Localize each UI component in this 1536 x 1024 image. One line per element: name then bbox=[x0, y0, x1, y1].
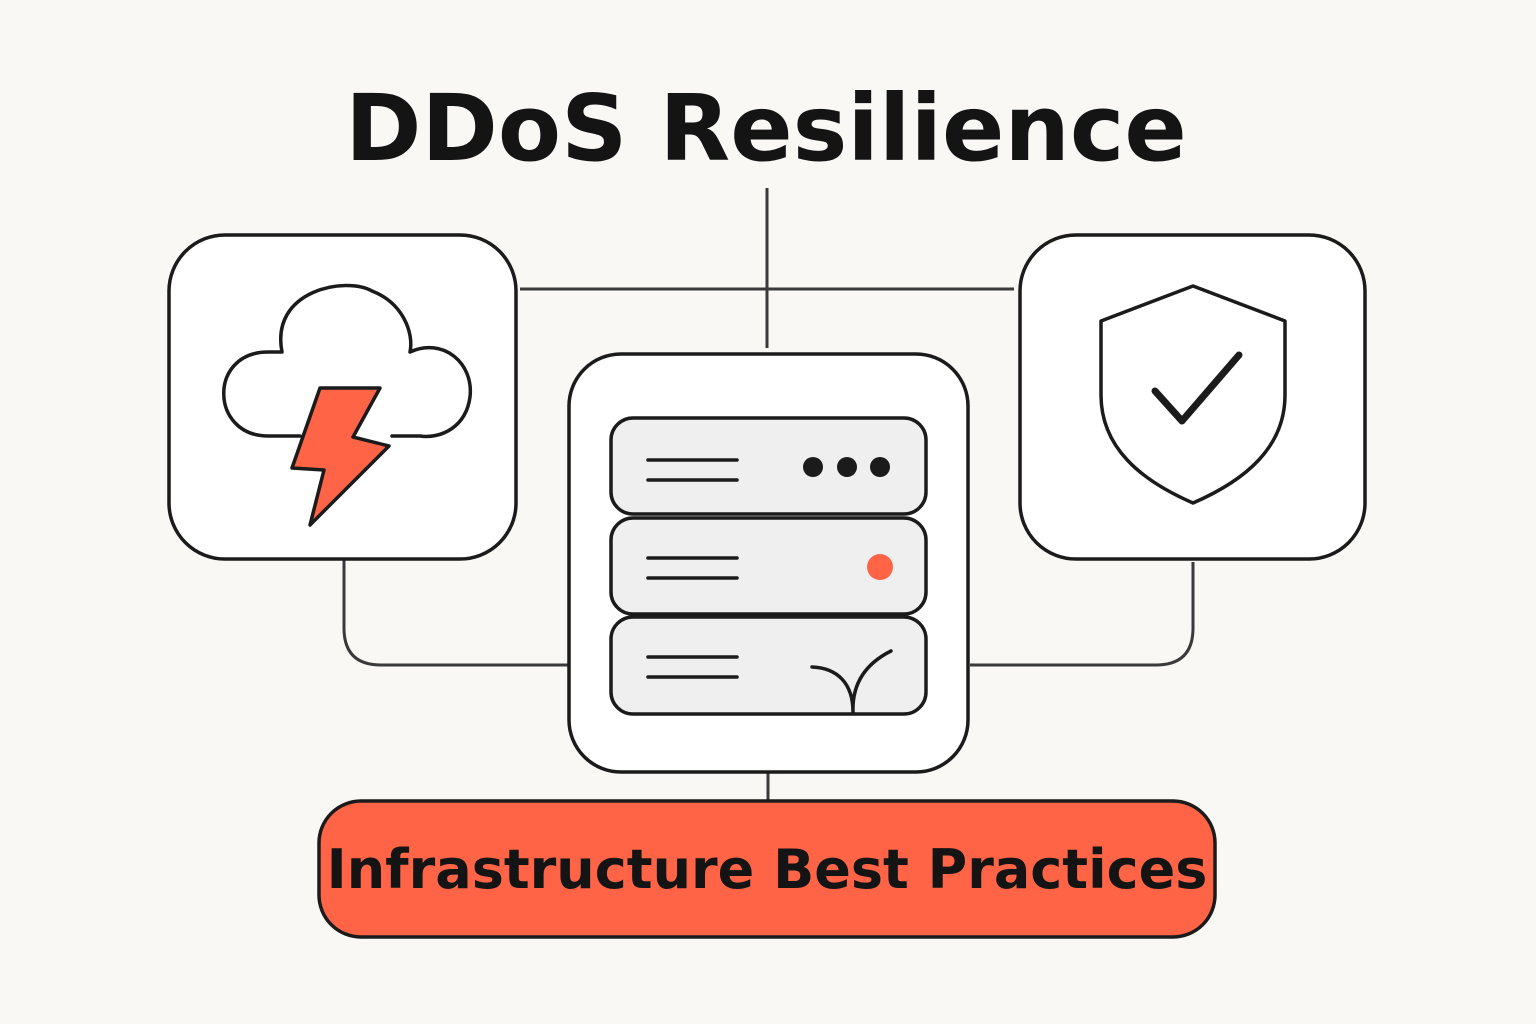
server-row bbox=[609, 416, 928, 516]
server-dot-icon bbox=[870, 457, 890, 477]
diagram-title: DDoS Resilience bbox=[345, 75, 1187, 182]
shield-icon bbox=[1099, 284, 1287, 505]
cloud-lightning-icon bbox=[222, 283, 472, 527]
cloud-icon bbox=[222, 283, 472, 439]
left-bottom-connector bbox=[342, 560, 568, 667]
shield-check-icon bbox=[1099, 284, 1287, 505]
server-row bbox=[609, 516, 928, 616]
server-dot-icon bbox=[803, 457, 823, 477]
protection-card-frame bbox=[1018, 233, 1367, 561]
status-light-icon bbox=[867, 554, 893, 580]
right-bottom-connector bbox=[970, 562, 1195, 667]
check-icon bbox=[1151, 351, 1243, 425]
banner-label: Infrastructure Best Practices bbox=[327, 838, 1208, 901]
server-card bbox=[567, 352, 970, 774]
banner-background bbox=[317, 799, 1217, 939]
best-practices-banner: Infrastructure Best Practices bbox=[317, 799, 1217, 939]
sprout-icon bbox=[810, 649, 893, 714]
server-stack-icon bbox=[609, 416, 928, 716]
server-unit bbox=[609, 416, 928, 516]
attack-card bbox=[167, 233, 518, 561]
server-unit bbox=[609, 516, 928, 616]
server-row bbox=[609, 615, 928, 716]
server-unit bbox=[609, 615, 928, 716]
connectors bbox=[342, 188, 1195, 800]
server-dot-icon bbox=[837, 457, 857, 477]
lightning-bolt-icon bbox=[290, 386, 391, 527]
protection-card bbox=[1018, 233, 1367, 561]
